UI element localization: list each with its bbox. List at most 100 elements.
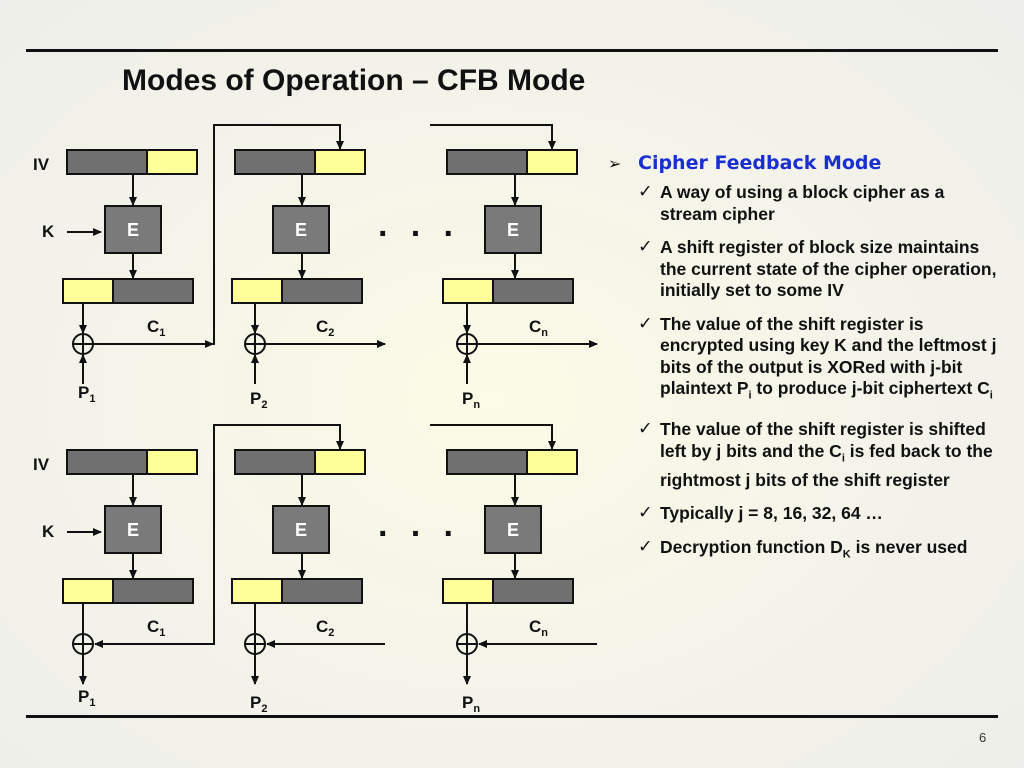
shift-register (234, 449, 366, 475)
feedback-wire-1 (130, 124, 344, 345)
register-gray-part (446, 149, 528, 175)
encrypt-block-label: E (127, 220, 139, 240)
register-yellow-part (62, 578, 114, 604)
sub-bullet-text: Typically j = 8, 16, 32, 64 … (660, 503, 883, 523)
feedback-wire-n (430, 124, 556, 150)
sub-bullet-text: A way of using a block cipher as a strea… (660, 182, 945, 224)
encrypt-block-box (272, 205, 330, 254)
encrypt-block: E (484, 505, 542, 554)
ellipsis: · · · (378, 515, 461, 553)
register-yellow-part (146, 149, 198, 175)
encrypt-block-label: E (127, 520, 139, 540)
ciphertext-label: C1 (147, 617, 165, 639)
arrowhead-bullet-icon: ➢ (608, 156, 622, 173)
encrypt-block-label: E (507, 520, 519, 540)
ciphertext-label: C2 (316, 617, 334, 639)
shift-register (446, 449, 578, 475)
plaintext-label: Pn (462, 693, 480, 715)
plaintext-label: P1 (78, 383, 95, 405)
checkmark-icon: ✓ (638, 182, 653, 202)
encrypt-block: E (484, 205, 542, 254)
register-gray-part (66, 449, 148, 475)
register-yellow-part (314, 449, 366, 475)
xor-icon (244, 333, 266, 355)
checkmark-icon: ✓ (638, 503, 653, 523)
register-gray-part (66, 149, 148, 175)
stage-2: E P2 C2 (231, 149, 386, 411)
output-register (62, 278, 194, 304)
stage-1: E P1 C1 (62, 149, 214, 405)
stage-2: E P2 C2 (231, 449, 385, 715)
register-gray-part (234, 449, 316, 475)
top-rule (26, 49, 998, 52)
plaintext-label: P2 (250, 693, 267, 715)
output-register (442, 278, 574, 304)
stage-1: E P1 C1 (62, 449, 213, 709)
ciphertext-label: C1 (147, 317, 165, 339)
register-gray-part (281, 578, 363, 604)
encrypt-block-label: E (295, 220, 307, 240)
encrypt-block-label: E (295, 520, 307, 540)
sub-bullets: ✓ A way of using a block cipher as a stre… (608, 182, 998, 566)
bottom-rule (26, 715, 998, 718)
register-yellow-part (231, 578, 283, 604)
sub-bullet: ✓ The value of the shift register is encr… (638, 314, 998, 408)
encrypt-block: E (272, 205, 330, 254)
sub-bullet-text: The value of the shift register is encry… (660, 313, 997, 402)
register-yellow-part (526, 149, 578, 175)
ellipsis: · · · (378, 215, 461, 253)
register-gray-part (492, 278, 574, 304)
encrypt-block-box (484, 505, 542, 554)
ciphertext-label: Cn (529, 617, 548, 639)
sub-bullet: ✓Decryption function DK is never used (638, 537, 998, 566)
register-yellow-part (442, 278, 494, 304)
iv-label: IV (33, 455, 50, 474)
xor-icon (456, 633, 478, 655)
xor-icon (244, 633, 266, 655)
main-bullet-text: Cipher Feedback Mode (638, 152, 882, 174)
register-yellow-part (146, 449, 198, 475)
checkmark-icon: ✓ (638, 419, 653, 439)
checkmark-icon: ✓ (638, 237, 653, 257)
sub-bullet: ✓ The value of the shift register is shif… (638, 419, 998, 491)
stage-3: E Pn Cn (442, 449, 597, 715)
iv-label: IV (33, 155, 50, 174)
output-register (231, 578, 363, 604)
register-gray-part (492, 578, 574, 604)
output-register (62, 578, 194, 604)
sub-bullet-text: The value of the shift register is shift… (660, 419, 993, 490)
checkmark-icon: ✓ (638, 313, 653, 334)
register-gray-part (234, 149, 316, 175)
xor-icon (456, 333, 478, 355)
register-yellow-part (231, 278, 283, 304)
register-gray-part (112, 278, 194, 304)
encrypt-block: E (104, 205, 162, 254)
slide-title: Modes of Operation – CFB Mode (122, 64, 586, 97)
register-gray-part (281, 278, 363, 304)
shift-register (234, 149, 366, 175)
feedback-wire-n (430, 424, 556, 450)
encrypt-block: E (104, 505, 162, 554)
xor-icon (72, 333, 94, 355)
plaintext-label: P1 (78, 687, 95, 709)
register-yellow-part (62, 278, 114, 304)
encrypt-block-label: E (507, 220, 519, 240)
encrypt-block: E (272, 505, 330, 554)
shift-register (66, 449, 198, 475)
output-register (442, 578, 574, 604)
shift-register (66, 149, 198, 175)
xor-icon (72, 633, 94, 655)
ciphertext-label: C2 (316, 317, 334, 339)
key-label: K (42, 222, 55, 241)
plaintext-label: P2 (250, 389, 267, 411)
shift-register (446, 149, 578, 175)
register-yellow-part (526, 449, 578, 475)
main-bullet: ➢ Cipher Feedback Mode (608, 152, 998, 174)
sub-bullet: ✓ Typically j = 8, 16, 32, 64 … (638, 503, 998, 525)
page-number: 6 (979, 730, 987, 745)
checkmark-icon: ✓ (638, 536, 653, 557)
